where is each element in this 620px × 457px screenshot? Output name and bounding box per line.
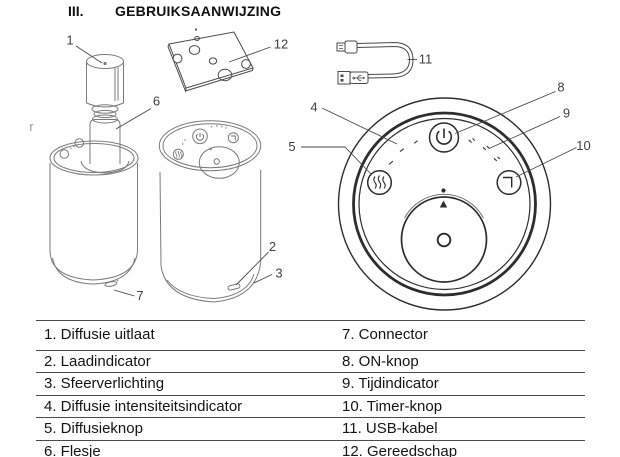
part-label: 9. Tijdindicator [342, 375, 439, 393]
power-icon [435, 128, 453, 145]
part-label: 1. Diffusie uitlaat [44, 326, 155, 343]
part-label: 10. Timer-knop [342, 397, 443, 415]
part-label: 7. Connector [342, 326, 428, 343]
usb-trident-icon [352, 75, 366, 81]
part-label: 2. Laadindicator [44, 352, 151, 370]
callout-6: 6 [153, 94, 160, 109]
page-title: III. GEBRUIKSAANWIJZING [0, 1, 620, 23]
time-indicator-marks [468, 138, 501, 162]
usb-cable-illustration [336, 40, 414, 85]
diffuser-side-view-illustration [49, 54, 139, 287]
diffuser-top-view-illustration [158, 120, 262, 303]
part-label: 8. ON-knop [342, 352, 419, 370]
table-row: 3. Sfeerverlichting 9. Tijdindicator [36, 373, 585, 396]
callout-9: 9 [563, 106, 570, 121]
corner-hand-icon [503, 176, 513, 188]
section-number: III. [68, 3, 84, 19]
callout-4: 4 [310, 100, 317, 115]
timer-button [496, 169, 522, 196]
diagram-figure: 1 2 3 4 5 6 7 8 9 10 11 12 r [29, 28, 591, 311]
connector-port [104, 281, 118, 287]
charge-indicator [227, 283, 241, 291]
intensity-indicator-marks [388, 140, 418, 165]
part-label: 11. USB-kabel [342, 420, 438, 438]
stray-mark: r [29, 120, 33, 134]
part-label: 6. Flesje [44, 442, 101, 457]
power-button [428, 122, 460, 153]
mist-button [366, 169, 393, 196]
steam-waves-icon [373, 175, 386, 189]
callout-10: 10 [576, 138, 590, 153]
callout-8: 8 [557, 80, 564, 95]
diffuse-outlet-hole [103, 61, 107, 66]
callout-1: 1 [66, 33, 73, 48]
table-row: 2. Laadindicator 8. ON-knop [36, 351, 585, 374]
callout-lines [75, 45, 577, 297]
table-row: 1. Diffusie uitlaat 7. Connector [36, 321, 585, 351]
part-label: 5. Diffusieknop [44, 420, 143, 438]
callout-5: 5 [288, 139, 295, 154]
callout-7: 7 [136, 288, 143, 303]
table-row: 5. Diffusieknop 11. USB-kabel [36, 418, 585, 441]
table-row: 6. Flesje 12. Gereedschap [36, 441, 585, 457]
callout-3: 3 [275, 266, 282, 281]
parts-table: 1. Diffusie uitlaat 7. Connector 2. Laad… [36, 320, 585, 457]
section-title: GEBRUIKSAANWIJZING [115, 3, 282, 19]
table-row: 4. Diffusie intensiteitsindicator 10. Ti… [36, 396, 585, 419]
part-label: 12. Gereedschap [342, 442, 458, 457]
part-label: 4. Diffusie intensiteitsindicator [44, 397, 243, 415]
part-label: 3. Sfeerverlichting [44, 375, 165, 393]
callout-2: 2 [269, 239, 276, 254]
tool-plate-illustration [167, 28, 254, 93]
control-panel-top-view-illustration [337, 97, 552, 311]
bottle-illustration [89, 119, 121, 164]
callout-12: 12 [274, 37, 288, 52]
callout-11: 11 [419, 52, 433, 67]
